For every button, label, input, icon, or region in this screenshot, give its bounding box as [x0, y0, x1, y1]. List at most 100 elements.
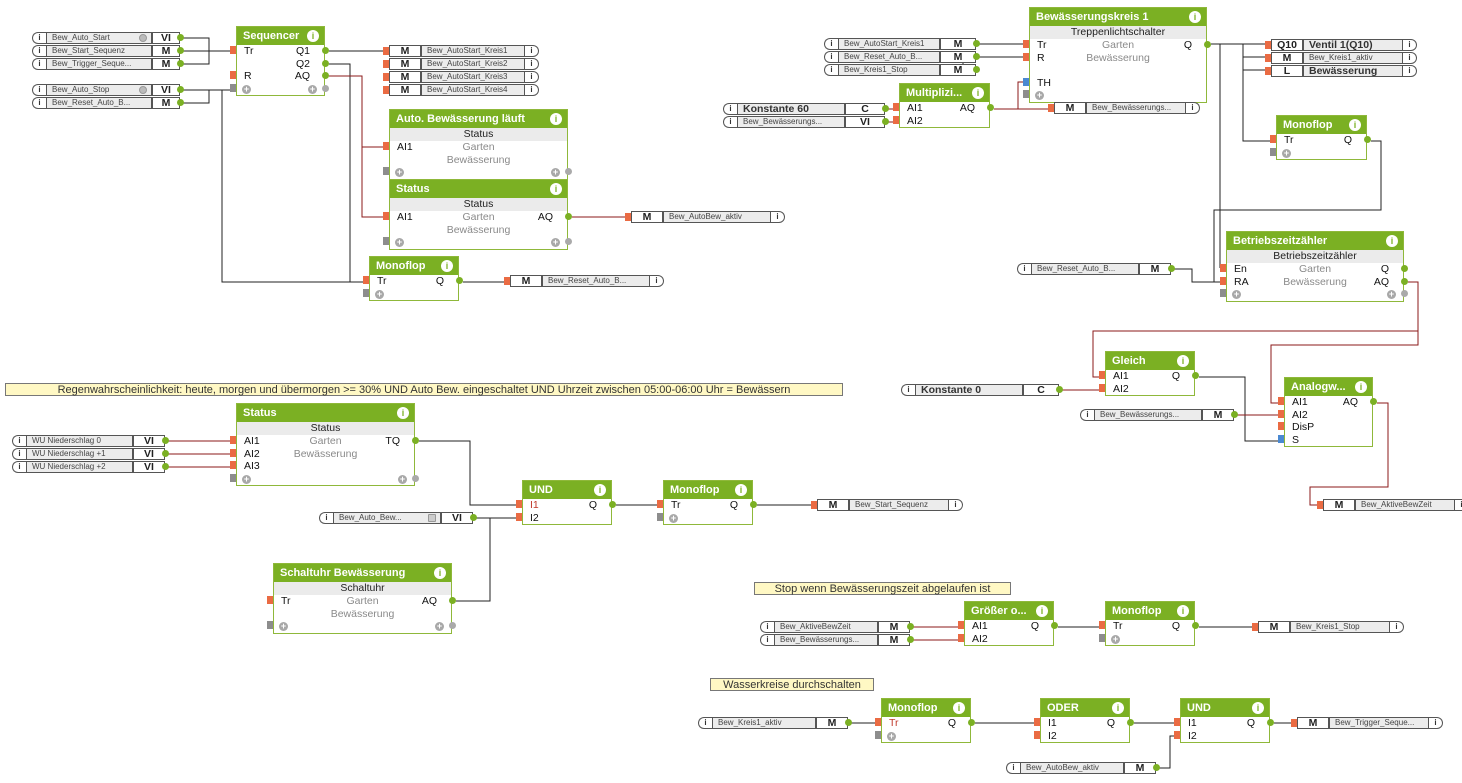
add-input-port[interactable]: [383, 237, 389, 245]
input-port[interactable]: [230, 71, 236, 79]
input-port[interactable]: [1023, 40, 1029, 48]
input-port[interactable]: [1023, 77, 1029, 86]
output-port[interactable]: [1401, 265, 1408, 272]
output-port[interactable]: [609, 501, 616, 508]
info-icon[interactable]: i: [32, 84, 46, 96]
add-input-icon[interactable]: +: [1232, 289, 1241, 299]
output-port[interactable]: [907, 623, 914, 630]
output-port[interactable]: [177, 86, 184, 93]
input-port[interactable]: [1265, 54, 1271, 62]
comment-label[interactable]: Stop wenn Bewässerungszeit abgelaufen is…: [754, 582, 1011, 595]
digital-wire[interactable]: [329, 63, 351, 282]
output-port[interactable]: [470, 514, 477, 521]
input-port[interactable]: [1317, 501, 1323, 509]
output-port[interactable]: [882, 118, 889, 125]
output-port[interactable]: [1192, 622, 1199, 629]
output-port[interactable]: [1204, 41, 1211, 48]
add-input-port[interactable]: [363, 288, 369, 297]
input-port[interactable]: [1023, 52, 1029, 61]
output-port[interactable]: [177, 99, 184, 106]
info-icon[interactable]: i: [1403, 39, 1417, 51]
output-port[interactable]: [177, 34, 184, 41]
input-port[interactable]: [1174, 730, 1180, 739]
output-port[interactable]: [907, 636, 914, 643]
add-input-port[interactable]: [1220, 289, 1226, 297]
output-port[interactable]: [456, 277, 463, 284]
add-input-icon[interactable]: +: [242, 83, 251, 94]
info-icon[interactable]: i: [824, 64, 838, 76]
input-port[interactable]: [383, 142, 389, 150]
info-icon[interactable]: i: [1403, 65, 1417, 77]
info-icon[interactable]: i: [760, 621, 774, 633]
add-input-icon[interactable]: +: [242, 473, 251, 484]
add-input-port[interactable]: [1099, 633, 1105, 642]
add-input-icon[interactable]: +: [395, 237, 404, 247]
output-port[interactable]: [1192, 372, 1199, 379]
info-icon[interactable]: i: [650, 275, 664, 287]
comment-label[interactable]: Wasserkreise durchschalten: [710, 678, 874, 691]
input-port[interactable]: [811, 501, 817, 509]
add-output-port[interactable]: [565, 238, 572, 245]
input-port[interactable]: [1220, 264, 1226, 272]
input-port[interactable]: [363, 276, 369, 284]
output-port[interactable]: [1056, 386, 1063, 393]
info-icon[interactable]: i: [32, 97, 46, 109]
output-port[interactable]: [1364, 136, 1371, 143]
toggle-icon[interactable]: [428, 514, 436, 522]
add-input-port[interactable]: [383, 167, 389, 175]
info-icon[interactable]: i: [771, 211, 785, 223]
input-port[interactable]: [1278, 422, 1284, 430]
input-port[interactable]: [893, 103, 899, 111]
input-port[interactable]: [383, 47, 389, 55]
info-icon[interactable]: i: [32, 45, 46, 57]
input-port[interactable]: [516, 500, 522, 508]
input-port[interactable]: [1291, 719, 1297, 727]
info-icon[interactable]: i: [525, 45, 539, 57]
input-port[interactable]: [383, 212, 389, 220]
info-icon[interactable]: i: [319, 512, 333, 524]
analog-wire[interactable]: [1309, 402, 1389, 506]
info-icon[interactable]: i: [525, 58, 539, 70]
input-port[interactable]: [1278, 397, 1284, 405]
info-icon[interactable]: i: [1186, 102, 1200, 114]
info-icon[interactable]: i: [525, 71, 539, 83]
add-input-icon[interactable]: +: [395, 167, 404, 177]
info-icon[interactable]: i: [1349, 119, 1361, 131]
comment-label[interactable]: Regenwahrscheinlichkeit: heute, morgen u…: [5, 383, 843, 396]
info-icon[interactable]: i: [972, 87, 984, 99]
output-port[interactable]: [1168, 265, 1175, 272]
info-icon[interactable]: i: [550, 183, 562, 195]
